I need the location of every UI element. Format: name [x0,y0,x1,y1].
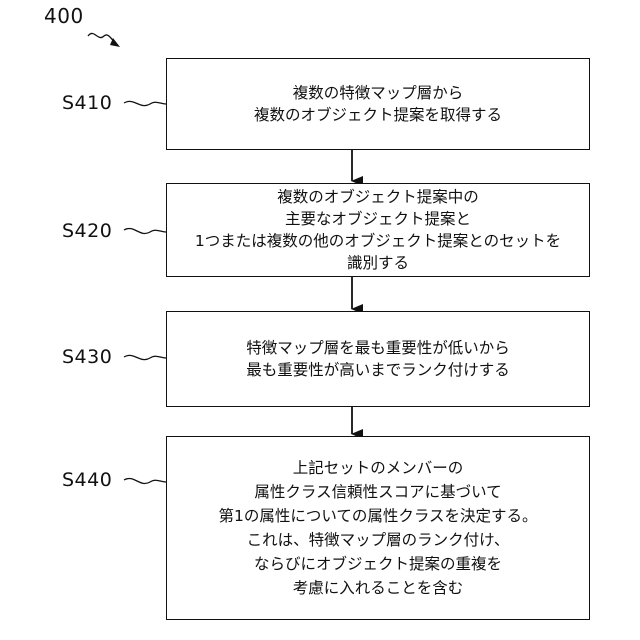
leader-s420 [124,228,166,233]
step-text-line: 主要なオブジェクト提案と [285,208,471,230]
step-text-line: 複数のオブジェクト提案中の [277,186,479,208]
step-text-line: 上記セットのメンバーの [293,456,464,480]
leader-s430 [124,355,166,359]
step-text-line: 特徴マップ層を最も重要性が低いから [246,337,510,359]
step-text-line: 考慮に入れることを含む [293,576,464,600]
step-text-line: 複数の特徴マップ層から [293,82,464,104]
step-text-line: 第1の属性についての属性クラスを決定する。 [218,504,537,528]
step-text-line: これは、特徴マップ層のランク付け、 [247,528,510,552]
step-label-s410: S410 [62,92,112,114]
step-text-line: 1つまたは複数の他のオブジェクト提案とのセットを [195,230,561,252]
step-box-s420: 複数のオブジェクト提案中の 主要なオブジェクト提案と 1つまたは複数の他のオブジ… [166,183,590,277]
step-label-s420: S420 [62,220,112,242]
leader-s440 [124,478,166,483]
step-text-line: 最も重要性が高いまでランク付けする [246,359,510,381]
step-text-line: 複数のオブジェクト提案を取得する [254,104,502,126]
leader-s410 [124,101,166,105]
step-text-line: ならびにオブジェクト提案の重複を [254,552,502,576]
step-label-s440: S440 [62,469,112,491]
step-text-line: 識別する [347,252,409,274]
figure-number: 400 [44,4,84,28]
step-label-s430: S430 [62,346,112,368]
step-box-s430: 特徴マップ層を最も重要性が低いから 最も重要性が高いまでランク付けする [166,311,590,407]
step-text-line: 属性クラス信頼性スコアに基づいて [254,480,501,504]
step-box-s410: 複数の特徴マップ層から 複数のオブジェクト提案を取得する [166,58,590,150]
step-box-s440: 上記セットのメンバーの 属性クラス信頼性スコアに基づいて 第1の属性についての属… [166,436,590,620]
